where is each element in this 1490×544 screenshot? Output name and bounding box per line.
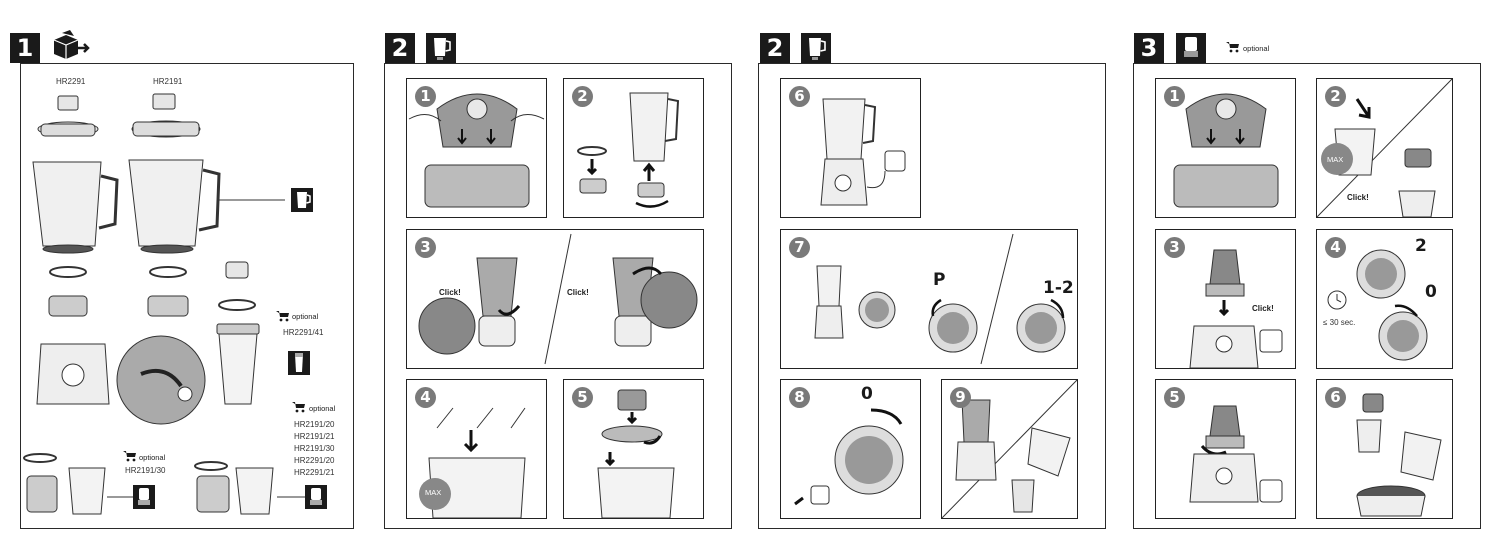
cart-icon xyxy=(1226,41,1240,53)
step-frame: 1 xyxy=(1155,78,1296,218)
click-label: Click! xyxy=(1347,193,1369,202)
exploded-parts-illustration xyxy=(21,64,353,528)
step-number: 7 xyxy=(789,237,810,258)
step-number: 2 xyxy=(1325,86,1346,107)
section-2a-panel: 1 2 3 Click! Click! xyxy=(384,63,732,529)
step-frame: 3 Click! xyxy=(1155,229,1296,369)
dial-zero-label: 0 xyxy=(861,384,873,404)
step-number: 6 xyxy=(1325,387,1346,408)
step-number: 3 xyxy=(1164,237,1185,258)
step-number: 1 xyxy=(415,86,436,107)
part-number: HR2291/20 xyxy=(294,456,335,465)
cart-icon xyxy=(292,401,306,413)
section-1-panel: HR2291 HR2191 xyxy=(20,63,354,529)
section-number: 2 xyxy=(760,33,790,63)
step-frame: 5 xyxy=(1155,379,1296,519)
mill-icon xyxy=(305,485,327,509)
step-frame: 2 MAX Click! xyxy=(1316,78,1453,218)
optional-label: optional xyxy=(1243,44,1270,53)
unpack-icon xyxy=(48,30,92,60)
part-number: HR2191/20 xyxy=(294,420,335,429)
optional-label: optional xyxy=(139,453,166,462)
speed-0-label: 0 xyxy=(1425,282,1437,302)
mill-icon xyxy=(1176,33,1206,63)
pulse-label: P xyxy=(933,270,946,290)
section-3-panel: 1 2 MAX Click! 3 Click! xyxy=(1133,63,1481,529)
step-number: 8 xyxy=(789,387,810,408)
step-number: 5 xyxy=(1164,387,1185,408)
step-frame: 8 0 xyxy=(780,379,921,519)
step-frame: 6 xyxy=(780,78,921,218)
model-label-a: HR2291 xyxy=(56,77,86,86)
step-frame: 9 xyxy=(941,379,1078,519)
click-label: Click! xyxy=(567,288,589,297)
step-number: 1 xyxy=(1164,86,1185,107)
step-number: 6 xyxy=(789,86,810,107)
part-number: HR2291/21 xyxy=(294,468,335,477)
step-frame: 2 xyxy=(563,78,704,218)
step-frame: 5 xyxy=(563,379,704,519)
optional-label: optional xyxy=(309,404,336,413)
jar-icon xyxy=(426,33,456,63)
cart-icon xyxy=(276,310,290,322)
part-number: HR2291/41 xyxy=(283,328,324,337)
jar-icon xyxy=(291,188,313,212)
step-frame: 4 2 0 ≤ 30 sec. xyxy=(1316,229,1453,369)
step-number: 9 xyxy=(950,387,971,408)
tumbler-icon xyxy=(288,351,310,375)
click-label: Click! xyxy=(1252,304,1274,313)
timer-label: ≤ 30 sec. xyxy=(1323,318,1356,327)
step-number: 3 xyxy=(415,237,436,258)
max-label: MAX xyxy=(425,488,442,497)
optional-label: optional xyxy=(292,312,319,321)
step-frame: 3 Click! Click! xyxy=(406,229,704,369)
step-frame: 7 P 1-2 xyxy=(780,229,1078,369)
cart-icon xyxy=(123,450,137,462)
model-label-b: HR2191 xyxy=(153,77,183,86)
step-frame: 1 xyxy=(406,78,547,218)
click-label: Click! xyxy=(439,288,461,297)
step-number: 4 xyxy=(1325,237,1346,258)
part-number: HR2191/30 xyxy=(125,466,166,475)
section-number: 2 xyxy=(385,33,415,63)
mill-icon xyxy=(133,485,155,509)
step-number: 2 xyxy=(572,86,593,107)
part-number: HR2191/21 xyxy=(294,432,335,441)
section-number: 1 xyxy=(10,33,40,63)
speed-range-label: 1-2 xyxy=(1043,278,1074,298)
step-frame: 4 MAX xyxy=(406,379,547,519)
speed-2-label: 2 xyxy=(1415,236,1427,256)
part-number: HR2191/30 xyxy=(294,444,335,453)
jar-icon xyxy=(801,33,831,63)
section-2b-panel: 6 7 P 1-2 8 0 xyxy=(758,63,1106,529)
max-label: MAX xyxy=(1327,155,1344,164)
section-number: 3 xyxy=(1134,33,1164,63)
step-frame: 6 xyxy=(1316,379,1453,519)
step-number: 4 xyxy=(415,387,436,408)
step-number: 5 xyxy=(572,387,593,408)
